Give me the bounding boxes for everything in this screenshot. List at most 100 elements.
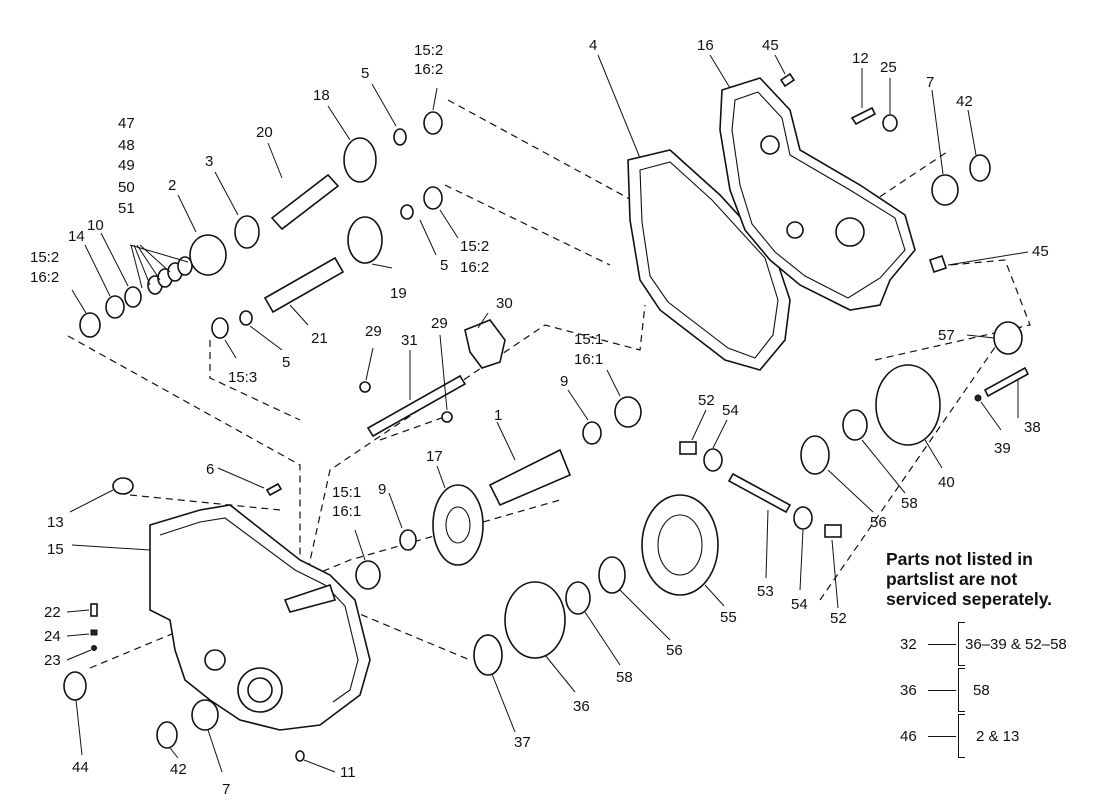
input-shaft-parts xyxy=(79,111,443,339)
callout-47: 47 xyxy=(118,115,135,132)
kit-row-36: 36 58 xyxy=(898,668,1113,712)
washer-25 xyxy=(882,114,898,132)
callout-15-2-left: 15:2 xyxy=(30,249,59,266)
callout-38: 38 xyxy=(1024,419,1041,436)
service-note-line: serviced seperately. xyxy=(886,589,1053,609)
bolt-22 xyxy=(90,603,98,617)
shaft-20 xyxy=(270,173,340,231)
service-note-line: Parts not listed in xyxy=(886,549,1033,569)
callout-7-top: 7 xyxy=(926,74,934,91)
callout-15-2-top: 15:2 xyxy=(414,42,443,59)
spring-24 xyxy=(90,629,98,636)
callout-5-low: 5 xyxy=(282,354,290,371)
callout-52-up: 52 xyxy=(698,392,715,409)
kit-bracket xyxy=(958,668,965,712)
kit-contents: 58 xyxy=(973,682,990,699)
callout-9-low: 9 xyxy=(378,481,386,498)
gear-17 xyxy=(432,484,484,566)
bearing-15-2-mid xyxy=(423,186,443,210)
kit-contents: 36–39 & 52–58 xyxy=(965,636,1067,653)
clip-29 xyxy=(359,381,371,393)
rear-cover-bearing-bore xyxy=(835,217,865,247)
kit-row-32: 32 36–39 & 52–58 xyxy=(898,622,1113,666)
kit-connector xyxy=(928,644,956,645)
seal-44 xyxy=(63,671,87,701)
kit-part-number: 46 xyxy=(900,728,917,745)
callout-45-top: 45 xyxy=(762,37,779,54)
callout-25: 25 xyxy=(880,59,897,76)
bearing-15-1-up xyxy=(614,396,642,428)
shaft-21 xyxy=(263,256,345,314)
gear-18 xyxy=(343,137,377,183)
callout-57: 57 xyxy=(938,327,955,344)
callout-51: 51 xyxy=(118,200,135,217)
kit-connector xyxy=(928,690,956,691)
ball-23 xyxy=(91,645,97,651)
snap-ring-9-up xyxy=(582,421,602,445)
side-gear-56-up xyxy=(800,435,830,475)
cross-shaft-53 xyxy=(727,472,792,514)
callout-56-up: 56 xyxy=(870,514,887,531)
callout-labels: 47 48 49 50 51 2 3 20 18 5 15:2 16:2 4 1… xyxy=(30,37,1049,798)
callout-16-2-left: 16:2 xyxy=(30,269,59,286)
callout-22: 22 xyxy=(44,604,61,621)
snap-ring-5-low xyxy=(239,310,253,326)
callout-15-3: 15:3 xyxy=(228,369,257,386)
gear-19 xyxy=(347,216,383,264)
pin-39 xyxy=(974,394,982,402)
callout-45-right: 45 xyxy=(1032,243,1049,260)
gear-3 xyxy=(234,215,260,249)
callout-16: 16 xyxy=(697,37,714,54)
callout-19: 19 xyxy=(390,285,407,302)
callout-44: 44 xyxy=(72,759,89,776)
plug-13 xyxy=(112,477,134,495)
callout-55: 55 xyxy=(720,609,737,626)
callout-1: 1 xyxy=(494,407,502,424)
coupler-2 xyxy=(189,234,227,276)
callout-4: 4 xyxy=(589,37,597,54)
washer-14 xyxy=(105,295,125,319)
ring-gear-55 xyxy=(641,494,719,596)
callout-39: 39 xyxy=(994,440,1011,457)
cap-42-up xyxy=(969,154,991,182)
rear-cover-boss xyxy=(760,135,780,155)
seal-7-up xyxy=(931,174,959,206)
callout-16-2-mid: 16:2 xyxy=(460,259,489,276)
side-gear-56-low xyxy=(598,556,626,594)
kit-contents: 2 & 13 xyxy=(976,728,1020,745)
callout-29-right: 29 xyxy=(431,315,448,332)
main-housing xyxy=(149,504,371,731)
callout-15: 15 xyxy=(47,541,64,558)
plug-45-up xyxy=(779,72,796,88)
callout-52-low: 52 xyxy=(830,610,847,627)
kit-bracket xyxy=(958,714,965,758)
callout-30: 30 xyxy=(496,295,513,312)
callout-36: 36 xyxy=(573,698,590,715)
callout-16-1-up: 16:1 xyxy=(574,351,603,368)
block-52-up xyxy=(679,441,697,455)
callout-16-2-top: 16:2 xyxy=(414,61,443,78)
callout-3: 3 xyxy=(205,153,213,170)
callout-53: 53 xyxy=(757,583,774,600)
bearing-15-3 xyxy=(211,317,229,339)
callout-42-top: 42 xyxy=(956,93,973,110)
plug-45-low xyxy=(928,254,948,274)
bearing-37 xyxy=(473,634,503,676)
callout-24: 24 xyxy=(44,628,61,645)
callout-18: 18 xyxy=(313,87,330,104)
callout-6: 6 xyxy=(206,461,214,478)
callout-23: 23 xyxy=(44,652,61,669)
shift-fork-30 xyxy=(464,319,506,369)
callout-17: 17 xyxy=(426,448,443,465)
shift-rod-31 xyxy=(366,374,467,438)
callout-16-1-low: 16:1 xyxy=(332,503,361,520)
callout-14: 14 xyxy=(68,228,85,245)
callout-11: 11 xyxy=(340,764,356,781)
callout-15-1-up: 15:1 xyxy=(574,331,603,348)
pin-6 xyxy=(265,482,283,497)
washer-10 xyxy=(124,286,142,308)
callout-10: 10 xyxy=(87,217,104,234)
seal-7-low xyxy=(191,699,219,731)
kit-row-46: 46 2 & 13 xyxy=(898,714,1113,758)
